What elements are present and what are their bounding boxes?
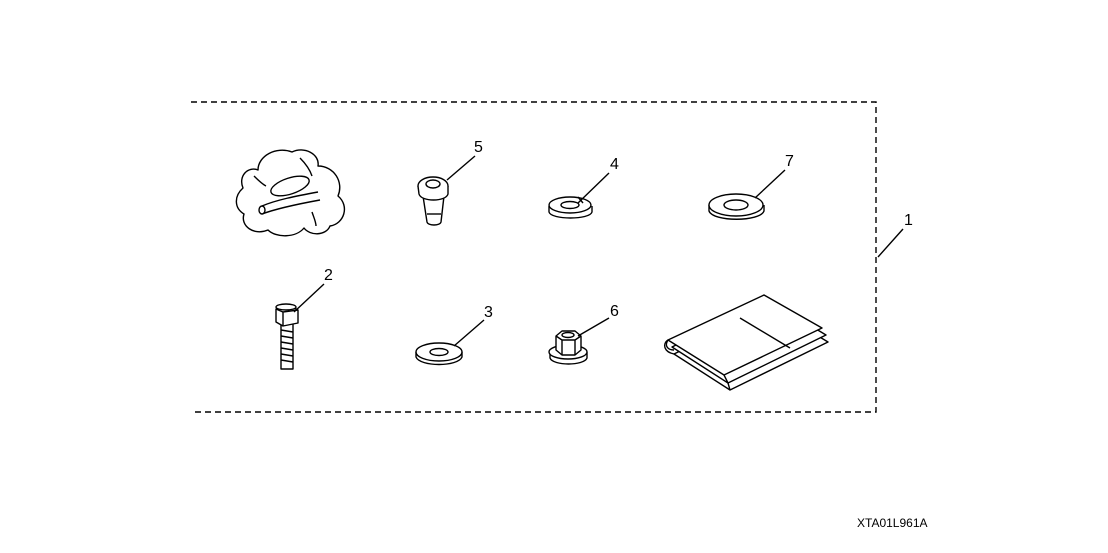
callout-7-label: 7: [785, 153, 794, 170]
callout-4: 4: [577, 156, 619, 204]
lock-washer-part: [548, 196, 593, 219]
callout-3-label: 3: [484, 304, 493, 321]
callout-2-label: 2: [324, 267, 333, 284]
figure-reference-code: XTA01L961A: [857, 516, 928, 530]
collar-part: [417, 176, 449, 226]
callout-1-label: 1: [904, 212, 913, 229]
callout-5-label: 5: [474, 139, 483, 156]
callout-2: 2: [293, 267, 333, 313]
washer-small-part: [415, 342, 463, 366]
callout-6-label: 6: [610, 303, 619, 320]
washer-large-part: [708, 193, 765, 220]
instruction-booklet: [663, 294, 829, 391]
callout-3: 3: [453, 304, 493, 347]
callout-6: 6: [577, 303, 619, 337]
flange-nut-part: [548, 330, 588, 365]
knob-part: [235, 149, 346, 237]
callout-5: 5: [446, 139, 483, 181]
callout-1: 1: [877, 212, 913, 258]
bolt-part: [275, 303, 299, 370]
callout-7: 7: [754, 153, 794, 199]
callout-4-label: 4: [610, 156, 619, 173]
kit-boundary: [191, 101, 877, 413]
